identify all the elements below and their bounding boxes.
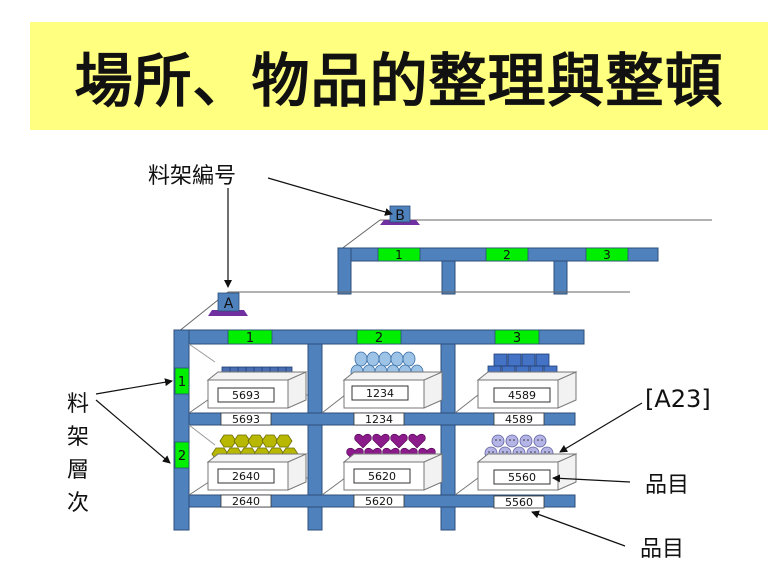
shelf-label-box bbox=[493, 495, 545, 509]
rack-level-char: 架 bbox=[67, 425, 89, 450]
rack-number-label: 料架編号 bbox=[148, 164, 236, 189]
front-column-label: 3 bbox=[513, 331, 521, 346]
shelf-perspective bbox=[188, 343, 216, 363]
level-label-box bbox=[174, 441, 190, 469]
back-rack-post bbox=[441, 260, 456, 295]
front-column-label-box bbox=[494, 329, 540, 345]
rack-marker-base bbox=[208, 310, 248, 316]
position-code-arrow bbox=[559, 402, 643, 453]
front-rack-post bbox=[173, 329, 190, 531]
box-label-2-3: 5560 bbox=[508, 471, 536, 484]
shelf-label-box bbox=[493, 412, 545, 426]
back-rack-post bbox=[337, 247, 352, 295]
shelf-label-1-2: 1234 bbox=[365, 413, 393, 426]
level-label-box bbox=[174, 367, 190, 395]
front-column-label: 1 bbox=[246, 331, 254, 346]
item-label-arrow bbox=[531, 510, 626, 547]
back-column-label: 1 bbox=[395, 248, 403, 262]
shelf-label-2-3: 5560 bbox=[505, 496, 533, 509]
rack-level-char: 料 bbox=[67, 392, 89, 417]
box-label-2-2: 5620 bbox=[368, 470, 396, 483]
shelf-label-1-3: 4589 bbox=[505, 413, 533, 426]
rack-id-a: A bbox=[224, 296, 234, 312]
heart-items-icon bbox=[346, 433, 436, 463]
tray-level2-col1 bbox=[206, 453, 308, 491]
position-code-label: [A23] bbox=[645, 385, 711, 413]
shelf-label-box bbox=[220, 412, 272, 426]
box-label-1-3: 4589 bbox=[508, 389, 536, 402]
tray-level1-col3 bbox=[476, 371, 578, 409]
back-column-label-box bbox=[585, 247, 629, 262]
back-column-label: 2 bbox=[503, 248, 511, 262]
back-column-label-box bbox=[485, 247, 529, 262]
back-column-label: 3 bbox=[603, 248, 611, 262]
page-title: 場所、物品的整理與整頓 bbox=[74, 47, 724, 115]
level-label: 1 bbox=[178, 375, 186, 390]
rack-level-char: 層 bbox=[67, 458, 89, 483]
tray-level1-col1 bbox=[206, 371, 308, 409]
rack-marker-a bbox=[217, 292, 240, 312]
tray-level2-col2 bbox=[342, 453, 444, 491]
front-column-label-box bbox=[227, 329, 273, 345]
level-label: 2 bbox=[178, 449, 186, 464]
back-rack-perspective-line bbox=[339, 219, 381, 251]
shelf-label-1-1: 5693 bbox=[232, 413, 260, 426]
shelf-label-box bbox=[353, 412, 405, 426]
shelf-label-2-1: 2640 bbox=[232, 495, 260, 508]
item-label-arrow bbox=[552, 474, 631, 483]
back-rack: 1 2 3 B bbox=[337, 205, 712, 295]
shelf-label-box bbox=[353, 494, 405, 508]
rack-level-char: 次 bbox=[67, 491, 89, 516]
front-rack-post bbox=[440, 343, 456, 531]
back-column-label-box bbox=[377, 247, 421, 262]
rack-level-arrow bbox=[95, 399, 171, 464]
shelf-label-box bbox=[220, 494, 272, 508]
item-label: 品目 bbox=[645, 473, 689, 498]
box-label-1-2: 1234 bbox=[366, 387, 394, 400]
rack-level-arrow bbox=[95, 378, 173, 395]
rack-id-b: B bbox=[395, 208, 405, 224]
shelf-perspective bbox=[188, 424, 216, 446]
box-label-1-1: 5693 bbox=[232, 389, 260, 402]
title-banner: 場所、物品的整理與整頓 bbox=[30, 22, 768, 130]
front-column-label: 2 bbox=[375, 331, 383, 346]
rack-number-arrow bbox=[267, 177, 393, 216]
tray-level1-col2 bbox=[342, 371, 444, 409]
front-rack-post bbox=[307, 343, 323, 531]
box-label-2-1: 2640 bbox=[232, 470, 260, 483]
shelf-label-2-2: 5620 bbox=[365, 495, 393, 508]
back-rack-post bbox=[553, 260, 568, 295]
item-label: 品目 bbox=[640, 537, 684, 562]
front-column-label-box bbox=[356, 329, 402, 345]
